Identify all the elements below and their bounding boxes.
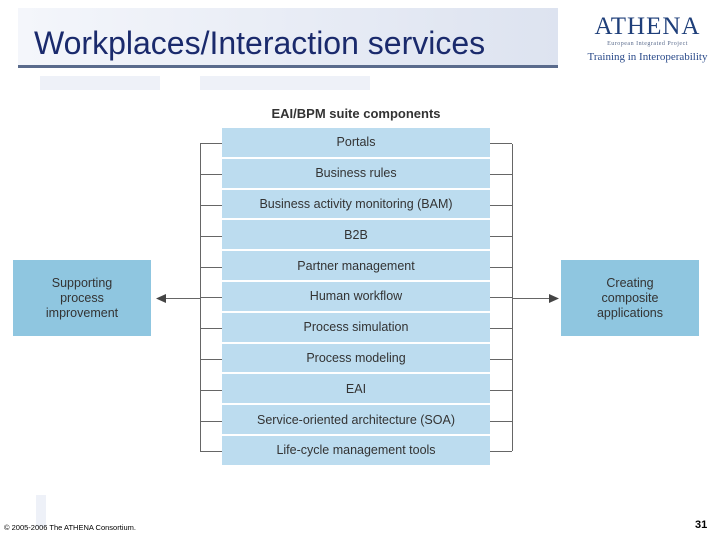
page-number: 31	[695, 519, 708, 531]
left-tick-line	[200, 235, 222, 237]
component-row: Service-oriented architecture (SOA)	[222, 405, 490, 436]
component-row: B2B	[222, 220, 490, 252]
component-row: Process simulation	[222, 312, 490, 344]
copyright-text: © 2005-2006 The ATHENA Consortium.	[4, 523, 136, 532]
right-tick-line	[490, 235, 512, 237]
right-tick-line	[490, 451, 512, 453]
right-bracket-line	[512, 144, 513, 451]
title-underline	[18, 65, 558, 68]
right-tick-line	[490, 420, 512, 422]
left-arrowhead-icon	[156, 294, 166, 303]
left-tick-line	[200, 297, 222, 299]
right-tick-line	[490, 389, 512, 391]
logo-main-text: ATHENA	[594, 13, 701, 40]
left-tick-line	[200, 389, 222, 391]
right-tick-line	[490, 143, 512, 145]
left-tick-line	[200, 174, 222, 176]
component-row: Life-cycle management tools	[222, 436, 490, 467]
left-tick-line	[200, 420, 222, 422]
logo-subtitle: European Integrated Project	[607, 41, 688, 47]
composite-apps-label: Creating composite applications	[596, 275, 663, 320]
left-tick-line	[200, 359, 222, 360]
diagram-title: EAI/BPM suite components	[271, 106, 441, 121]
supporting-process-label: Supporting process improvement	[45, 275, 119, 320]
athena-logo: ATHENA European Integrated Project Train…	[580, 14, 715, 68]
right-tick-line	[490, 359, 512, 360]
component-row: Portals	[222, 128, 490, 159]
right-arrow-shaft	[513, 298, 551, 299]
watermark-shape	[200, 76, 370, 90]
right-tick-line	[490, 328, 512, 330]
left-arrow-shaft	[164, 298, 200, 299]
right-tick-line	[490, 266, 512, 268]
component-row: Business rules	[222, 158, 490, 190]
right-tick-line	[490, 297, 512, 299]
watermark-shape	[40, 76, 160, 90]
component-row: Business activity monitoring (BAM)	[222, 189, 490, 221]
component-row: Process modeling	[222, 343, 490, 375]
watermark-shape	[36, 495, 46, 527]
component-row: Human workflow	[222, 282, 490, 313]
page-title: Workplaces/Interaction services	[34, 25, 486, 61]
left-tick-line	[200, 143, 222, 145]
left-tick-line	[200, 451, 222, 453]
composite-apps-box: Creating composite applications	[561, 260, 699, 336]
component-row: Partner management	[222, 251, 490, 282]
left-tick-line	[200, 266, 222, 268]
supporting-process-box: Supporting process improvement	[13, 260, 151, 336]
right-arrowhead-icon	[549, 294, 559, 303]
right-tick-line	[490, 174, 512, 176]
right-tick-line	[490, 205, 512, 206]
title-bar: Workplaces/Interaction services	[18, 8, 558, 68]
left-tick-line	[200, 205, 222, 206]
logo-tagline: Training in Interoperability	[587, 51, 708, 63]
component-row: EAI	[222, 374, 490, 406]
left-tick-line	[200, 328, 222, 330]
